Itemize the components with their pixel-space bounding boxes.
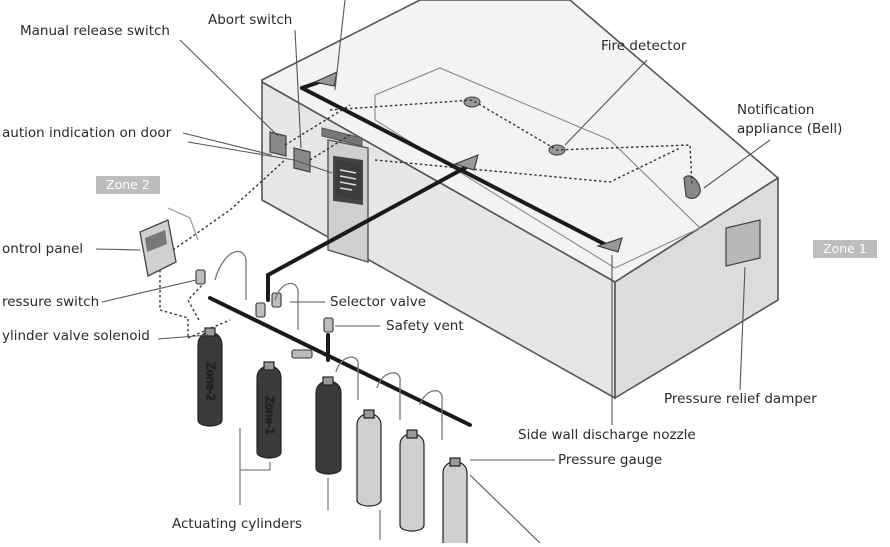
cylinder-zone1-label: Zone-1: [263, 396, 276, 435]
label-fire-detector: Fire detector: [601, 38, 687, 54]
cylinder-zone2: Zone-2: [197, 327, 223, 427]
cylinder-light-2: [399, 429, 425, 532]
manual-release-switch-device: [269, 131, 287, 157]
detection-wiring: [159, 99, 693, 339]
abort-switch-device: [293, 147, 311, 173]
zone-2-badge: Zone 2: [96, 176, 160, 195]
agent-cylinders: Zone-2 Zone-1: [197, 327, 468, 547]
discharge-piping: [208, 78, 612, 427]
label-abort-switch: Abort switch: [208, 12, 293, 28]
cylinder-zone2-label: Zone-2: [204, 362, 217, 401]
cylinder-dark-3: [315, 376, 342, 475]
cylinder-light-3: [442, 457, 468, 547]
label-cylinder-valve-solenoid: ylinder valve solenoid: [2, 328, 150, 344]
label-selector-valve: Selector valve: [330, 294, 427, 310]
label-side-wall-discharge-nozzle: Side wall discharge nozzle: [518, 427, 696, 443]
label-safety-vent: Safety vent: [386, 318, 464, 334]
actuating-bracket: [239, 428, 381, 540]
room-door: [321, 127, 369, 263]
valve-devices: [195, 269, 334, 359]
bell-icon: [683, 175, 701, 200]
label-pressure-gauge: Pressure gauge: [558, 452, 663, 468]
label-notification-line1: Notification: [737, 102, 815, 118]
wall-devices: [269, 131, 761, 267]
discharge-nozzles: [313, 71, 623, 253]
leader-lines: [95, 0, 771, 544]
label-pressure-switch: ressure switch: [2, 294, 100, 310]
label-control-panel: ontrol panel: [2, 241, 84, 257]
pressure-relief-damper-device: [725, 219, 761, 267]
control-panel-device: [139, 207, 199, 277]
label-pressure-relief-damper: Pressure relief damper: [664, 391, 817, 407]
cylinder-light-1: [356, 409, 382, 507]
zone-1-badge: Zone 1: [813, 240, 877, 259]
label-caution-indication: aution indication on door: [2, 125, 172, 141]
valve-arcs: [214, 250, 443, 440]
cylinder-zone1: Zone-1: [256, 361, 282, 459]
label-manual-release-switch: Manual release switch: [20, 23, 170, 39]
label-notification-line2: appliance (Bell): [737, 121, 843, 137]
label-actuating-cylinders: Actuating cylinders: [172, 516, 302, 532]
